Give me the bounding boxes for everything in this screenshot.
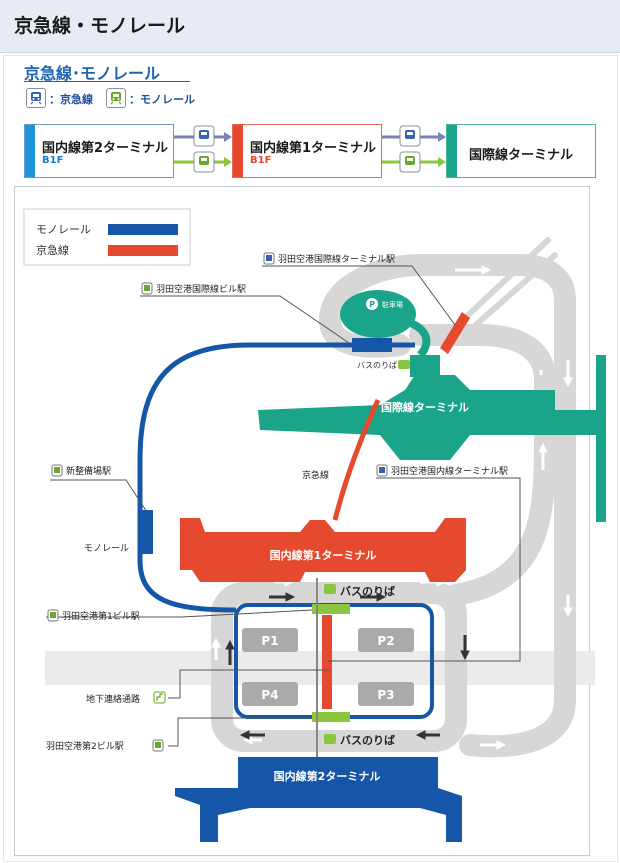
terminal-1-accent [233,125,243,177]
bus-icon [324,584,336,594]
parking-lot-label: P1 [261,634,278,648]
monorail-seibi-platform [140,510,153,554]
monorail-train-icon [193,151,215,173]
bus-icon [324,734,336,744]
t1-terminal-map-label: 国内線第1ターミナル [270,548,377,562]
terminal-2-building [175,757,462,842]
terminal-1-floor: B1F [250,155,272,166]
station-intl-monorail[interactable]: 羽田空港国際線ビル駅 [156,283,246,295]
page-header: 京急線・モノレール [0,0,620,53]
bus-icon [398,360,410,369]
monorail-train-icon [141,282,153,295]
terminal-1-box[interactable]: 国内線第1ターミナル B1F [232,124,382,178]
monorail-train-icon [106,88,126,108]
legend-monorail-label: モノレール [36,223,91,236]
keikyu-train-icon [263,252,275,265]
traffic-arrows [211,265,573,750]
section-divider [24,81,190,82]
parking-lot-p4[interactable] [242,682,298,706]
road-network [211,237,576,758]
parking-lots: P1 P2 P4 P3 [242,628,414,706]
bus-stop-label-intl: バスのりば [357,361,397,370]
station-domestic-keikyu[interactable]: 羽田空港国内線ターミナル駅 [391,465,508,477]
station-t2-monorail[interactable]: 羽田空港第2ビル駅 [46,740,124,752]
station-seibi[interactable]: 新整備場駅 [66,465,111,477]
parking-lot-label: P3 [377,688,394,702]
intl-terminal-accent [447,125,457,177]
parking-lot-p3[interactable] [358,682,414,706]
parking-icon [366,298,378,310]
key-keikyu-label: ：京急線 [49,93,93,106]
station-intl-keikyu[interactable]: 羽田空港国際線ターミナル駅 [278,253,395,265]
keikyu-train-icon [193,125,215,147]
callout-lines [46,265,521,747]
monorail-intl-platform [352,338,392,352]
map-band [45,651,595,685]
intl-terminal-box[interactable]: 国際線ターミナル [446,124,596,178]
monorail-t2-platform [312,712,350,722]
intl-terminal-name: 国際線ターミナル [469,148,574,163]
legend-monorail-swatch [108,224,178,235]
keikyu-arrowhead [438,132,446,142]
legend-keikyu-label: 京急線 [36,243,69,257]
monorail-track [137,342,415,613]
monorail-train-icon [51,464,63,477]
t2-terminal-map-label: 国内線第2ターミナル [274,769,381,783]
monorail-train-icon [47,609,59,622]
monorail-train-icon [152,739,164,752]
terminal-2-name: 国内線第2ターミナル [42,141,169,156]
key-monorail-label: ：モノレール [129,93,195,106]
monorail-arrowhead [438,157,446,167]
terminal-1-building [180,518,466,582]
keikyu-domestic-platform [322,615,332,709]
keikyu-train-icon [376,464,388,477]
station-t1-monorail[interactable]: 羽田空港第1ビル駅 [62,610,140,622]
parking-label: 駐車場 [382,300,403,309]
terminal-2-floor: B1F [42,155,64,166]
monorail-line-label: モノレール [84,544,129,554]
intl-terminal-building [258,290,606,522]
monorail-arrowhead [224,157,232,167]
bus-stop-label-t1: バスのりば [340,584,395,598]
intl-terminal-map-label: 国際線ターミナル [381,400,469,414]
bus-stop-label-t2: バスのりば [340,733,395,747]
terminal-1-name: 国内線第1ターミナル [250,141,377,156]
terminal-2-accent [25,125,35,177]
legend-keikyu-swatch [108,245,178,256]
monorail-t1-platform [312,604,350,614]
traffic-arrows-dark [225,592,470,740]
keikyu-intl-platform [440,312,470,354]
parking-lot-label: P2 [377,634,394,648]
route-connectors [174,125,446,173]
page-title: 京急線・モノレール [14,15,186,37]
keikyu-line-label: 京急線 [302,469,329,481]
section-title: 京急線･モノレール [24,64,161,83]
parking-lot-label: P4 [261,688,278,702]
keikyu-train-icon [26,88,46,108]
parking-lot-p2[interactable] [358,628,414,652]
parking-lot-p1[interactable] [242,628,298,652]
keikyu-line-track [332,398,381,521]
underground-passage-icon [153,691,166,704]
monorail-train-icon [399,151,421,173]
terminal-2-box[interactable]: 国内線第2ターミナル B1F [24,124,174,178]
keikyu-arrowhead [224,132,232,142]
parking-symbol: P [369,300,375,309]
keikyu-train-icon [399,125,421,147]
map-legend: モノレール 京急線 [23,208,191,266]
underground-passage-label: 地下連絡通路 [86,693,140,705]
